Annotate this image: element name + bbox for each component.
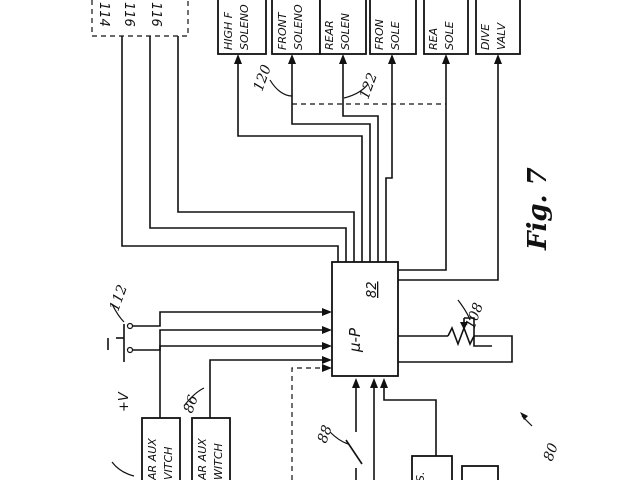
rear-aux-1-line2: VITCH bbox=[162, 447, 175, 480]
arrow-out-2 bbox=[288, 54, 296, 64]
switch-88-blade bbox=[345, 439, 363, 465]
processor-label: μ-P bbox=[346, 327, 364, 353]
bottom-box-2 bbox=[461, 465, 499, 480]
leader-122 bbox=[343, 83, 369, 99]
processor-ref: 82 bbox=[365, 281, 380, 298]
leader-120 bbox=[269, 79, 293, 97]
label-116-b: 116 bbox=[148, 2, 163, 27]
wire-112-a bbox=[132, 311, 326, 327]
rear-aux-switch-1: AR AUX VITCH bbox=[141, 342, 332, 480]
figure-label: Fig. 7 bbox=[523, 167, 553, 251]
ref-88: 88 bbox=[315, 423, 336, 445]
arrow-out-6 bbox=[494, 54, 502, 64]
wire-114 bbox=[121, 36, 339, 262]
wire-out-4 bbox=[385, 64, 393, 262]
arrow-out-3 bbox=[339, 54, 347, 64]
wire-aux-2 bbox=[209, 359, 326, 418]
arrow-out-4 bbox=[388, 54, 396, 64]
plus-v-label: +V bbox=[117, 391, 132, 412]
leader-88 bbox=[329, 431, 349, 445]
leader-108 bbox=[457, 299, 471, 321]
output-1-line1: HIGH F bbox=[222, 11, 235, 50]
output-3-line2: SOLEN bbox=[339, 13, 352, 50]
output-4-line2: SOLE bbox=[389, 21, 402, 50]
dashed-input bbox=[291, 367, 326, 480]
rear-aux-1-line1: AR AUX bbox=[146, 438, 159, 480]
output-4-line1: FRON bbox=[373, 19, 386, 50]
leader-86 bbox=[183, 387, 205, 407]
wire-aux-1 bbox=[159, 345, 326, 418]
output-6-line1: DIVE bbox=[479, 24, 492, 50]
output-3-line1: REAR bbox=[323, 20, 336, 50]
wire-out-3 bbox=[342, 64, 379, 262]
wire-out-2 bbox=[291, 64, 371, 262]
bottom-box-1-label: S. bbox=[414, 472, 427, 480]
wire-out-5 bbox=[398, 64, 447, 271]
output-2-line2: SOLENO bbox=[292, 4, 305, 50]
arrow-out-1 bbox=[234, 54, 242, 64]
wire-out-1 bbox=[237, 64, 363, 262]
top-dashed-box: 114 116 116 bbox=[91, 0, 189, 37]
ref-108: 108 bbox=[463, 301, 487, 332]
output-box-4: FRON SOLE bbox=[369, 0, 417, 55]
wire-116-b bbox=[177, 36, 355, 262]
wire-bottom-2 bbox=[383, 388, 437, 456]
output-2-line1: FRONT bbox=[276, 11, 289, 50]
output-box-5: REA SOLE bbox=[423, 0, 469, 55]
output-1-line2: SOLENO bbox=[238, 4, 251, 50]
output-5-line2: SOLE bbox=[443, 21, 456, 50]
system-ref-80: 80 bbox=[520, 412, 562, 463]
ref-80-arrowhead bbox=[520, 412, 528, 420]
output-5-line1: REA bbox=[427, 28, 440, 50]
output-6-line2: VALV bbox=[495, 21, 508, 50]
ref-112: 112 bbox=[107, 283, 131, 314]
label-114: 114 bbox=[96, 2, 111, 27]
rear-aux-2-line1: AR AUX bbox=[196, 438, 209, 480]
output-box-1: HIGH F SOLENO bbox=[217, 0, 267, 55]
rear-aux-switch-2: AR AUX WITCH bbox=[191, 356, 332, 480]
switch-88: 88 bbox=[315, 378, 363, 480]
ref-122: 122 bbox=[357, 71, 381, 102]
output-box-6: DIVE VALV bbox=[475, 0, 521, 55]
rear-aux-2-line2: WITCH bbox=[212, 443, 225, 480]
ref-86: 86 bbox=[181, 393, 202, 415]
arrow-out-5 bbox=[442, 54, 450, 64]
ref-120: 120 bbox=[251, 63, 275, 94]
wire-112-b bbox=[132, 329, 326, 351]
leader-112 bbox=[111, 303, 125, 323]
leader-aux-1 bbox=[111, 461, 135, 477]
output-box-3: REAR SOLEN bbox=[319, 0, 367, 55]
pot-108-resistor bbox=[398, 325, 513, 363]
processor-box: μ-P 82 bbox=[331, 261, 399, 377]
ref-80: 80 bbox=[541, 441, 562, 463]
wire-116-a bbox=[149, 36, 347, 262]
potentiometer-108: 108 bbox=[398, 299, 513, 363]
wire-out-6 bbox=[398, 64, 499, 281]
output-box-2: FRONT SOLENO bbox=[271, 0, 321, 55]
label-116-a: 116 bbox=[121, 2, 136, 27]
bottom-box-1: S. bbox=[411, 455, 453, 480]
switch-112: 112 bbox=[107, 283, 332, 362]
